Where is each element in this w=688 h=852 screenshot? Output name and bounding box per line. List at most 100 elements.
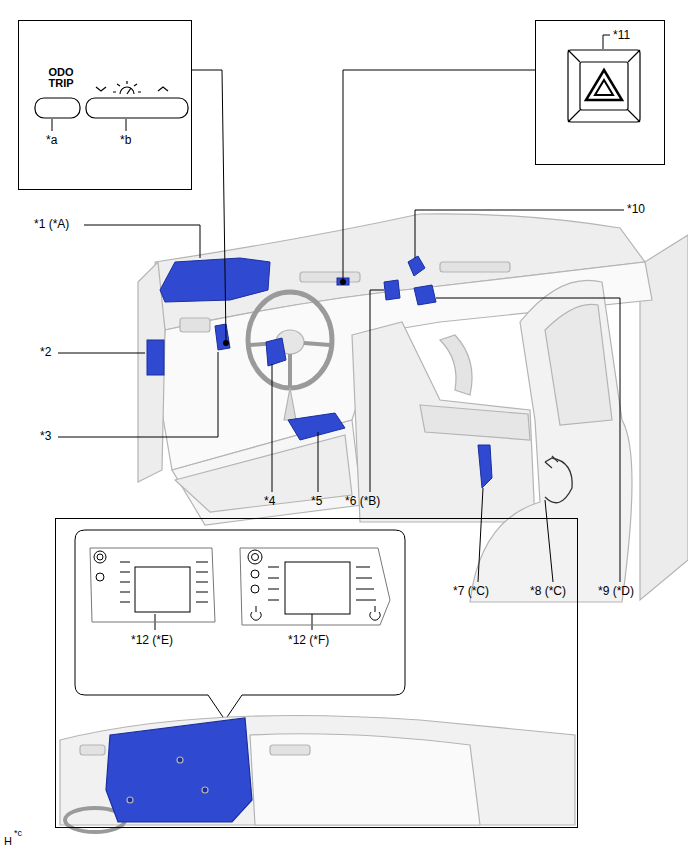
audio-units — [96, 573, 104, 581]
blue-parts — [340, 279, 346, 285]
hazard-switch — [595, 80, 613, 95]
leader-lines — [52, 35, 624, 630]
car-interior — [138, 214, 688, 602]
car-interior — [250, 343, 330, 386]
car-interior — [300, 272, 360, 282]
harness-wire — [545, 456, 558, 468]
dashboard-inset — [270, 745, 310, 755]
car-interior — [180, 318, 210, 332]
blue-parts — [223, 340, 229, 346]
audio-units — [97, 554, 103, 560]
car-interior — [284, 388, 296, 420]
audio-units — [268, 567, 376, 600]
leader-lines — [370, 290, 384, 492]
callout-number: *7 (*C) — [453, 585, 489, 599]
audio-units — [370, 606, 380, 620]
audio-units — [90, 548, 215, 622]
audio-units — [240, 548, 390, 625]
hazard-switch — [586, 70, 622, 100]
leader-lines — [312, 614, 313, 630]
leader-lines — [192, 70, 226, 340]
dashboard-inset — [80, 745, 105, 755]
meter-buttons — [127, 88, 131, 94]
callout-number: *10 — [627, 203, 645, 217]
dashboard-inset — [60, 716, 575, 826]
leader-lines — [415, 210, 624, 258]
callout-number: *11 — [613, 29, 630, 43]
blue-parts — [384, 280, 400, 300]
blue-parts — [160, 258, 270, 302]
figure-code: H — [4, 835, 12, 848]
car-interior — [175, 435, 352, 512]
meter-buttons — [113, 81, 141, 92]
audio-units — [120, 562, 208, 602]
car-interior — [138, 262, 165, 482]
button-caption: ODO TRIP — [41, 67, 81, 89]
car-interior — [440, 262, 510, 272]
blue-parts — [288, 413, 345, 440]
meter-buttons — [86, 98, 188, 118]
callout-number: *2 — [40, 346, 51, 360]
audio-units — [94, 551, 106, 563]
car-interior — [440, 335, 472, 395]
audio-units — [135, 567, 190, 612]
blue-parts — [147, 340, 164, 375]
callout-number: *12 (*F) — [288, 634, 329, 648]
leader-lines — [58, 353, 145, 354]
callout-number: *9 (*D) — [598, 585, 634, 599]
hazard-switch — [580, 62, 628, 110]
audio-units — [252, 554, 259, 561]
blue-parts — [337, 278, 349, 285]
audio-units — [285, 562, 350, 614]
dashboard-inset — [60, 716, 575, 833]
blue-parts — [478, 445, 492, 488]
car-interior — [248, 292, 332, 388]
dashboard-inset — [202, 787, 208, 793]
leader-lines — [58, 352, 218, 437]
leader-lines — [84, 225, 200, 258]
audio-units — [248, 550, 262, 564]
dashboard-inset — [250, 734, 480, 825]
callout-number: *8 (*C) — [530, 585, 566, 599]
dashboard-inset — [127, 797, 133, 803]
callout-number: *6 (*B) — [345, 495, 380, 509]
blue-parts — [408, 256, 425, 276]
inset-panel: *12 (*E) *12 (*F) — [55, 518, 578, 828]
audio-units — [251, 606, 261, 620]
hazard-switch — [568, 50, 640, 122]
inset-panel: ODO TRIP*a*b — [18, 20, 192, 190]
blue-parts — [414, 285, 436, 305]
leader-lines — [52, 119, 53, 131]
car-interior — [420, 405, 530, 440]
dashboard-inset — [177, 757, 183, 763]
hazard-switch — [568, 50, 640, 122]
callout-number: *3 — [40, 430, 51, 444]
blue-parts — [215, 324, 230, 350]
harness-wire — [545, 456, 572, 503]
car-interior — [470, 280, 632, 602]
leader-lines — [318, 432, 319, 492]
leader-lines — [545, 500, 553, 582]
hazard-switch — [568, 50, 640, 122]
inset-panel: *11 — [535, 20, 665, 165]
leader-lines — [478, 488, 483, 582]
callout-number: *12 (*E) — [131, 634, 173, 648]
callout-number: *5 — [311, 495, 322, 509]
audio-units — [251, 585, 259, 593]
meter-buttons — [120, 87, 134, 94]
car-interior — [545, 304, 612, 425]
meter-buttons — [35, 98, 80, 118]
figure-code: *c — [14, 828, 22, 838]
leader-lines — [343, 70, 535, 279]
dashboard-inset — [106, 718, 252, 822]
leader-lines — [603, 35, 610, 49]
callout-number: *1 (*A) — [34, 218, 69, 232]
leader-lines — [272, 364, 273, 492]
callout-number: *4 — [264, 495, 275, 509]
callout-letter: *a — [46, 134, 57, 148]
meter-buttons — [158, 87, 168, 91]
meter-buttons — [96, 87, 106, 91]
leader-lines — [126, 119, 127, 131]
